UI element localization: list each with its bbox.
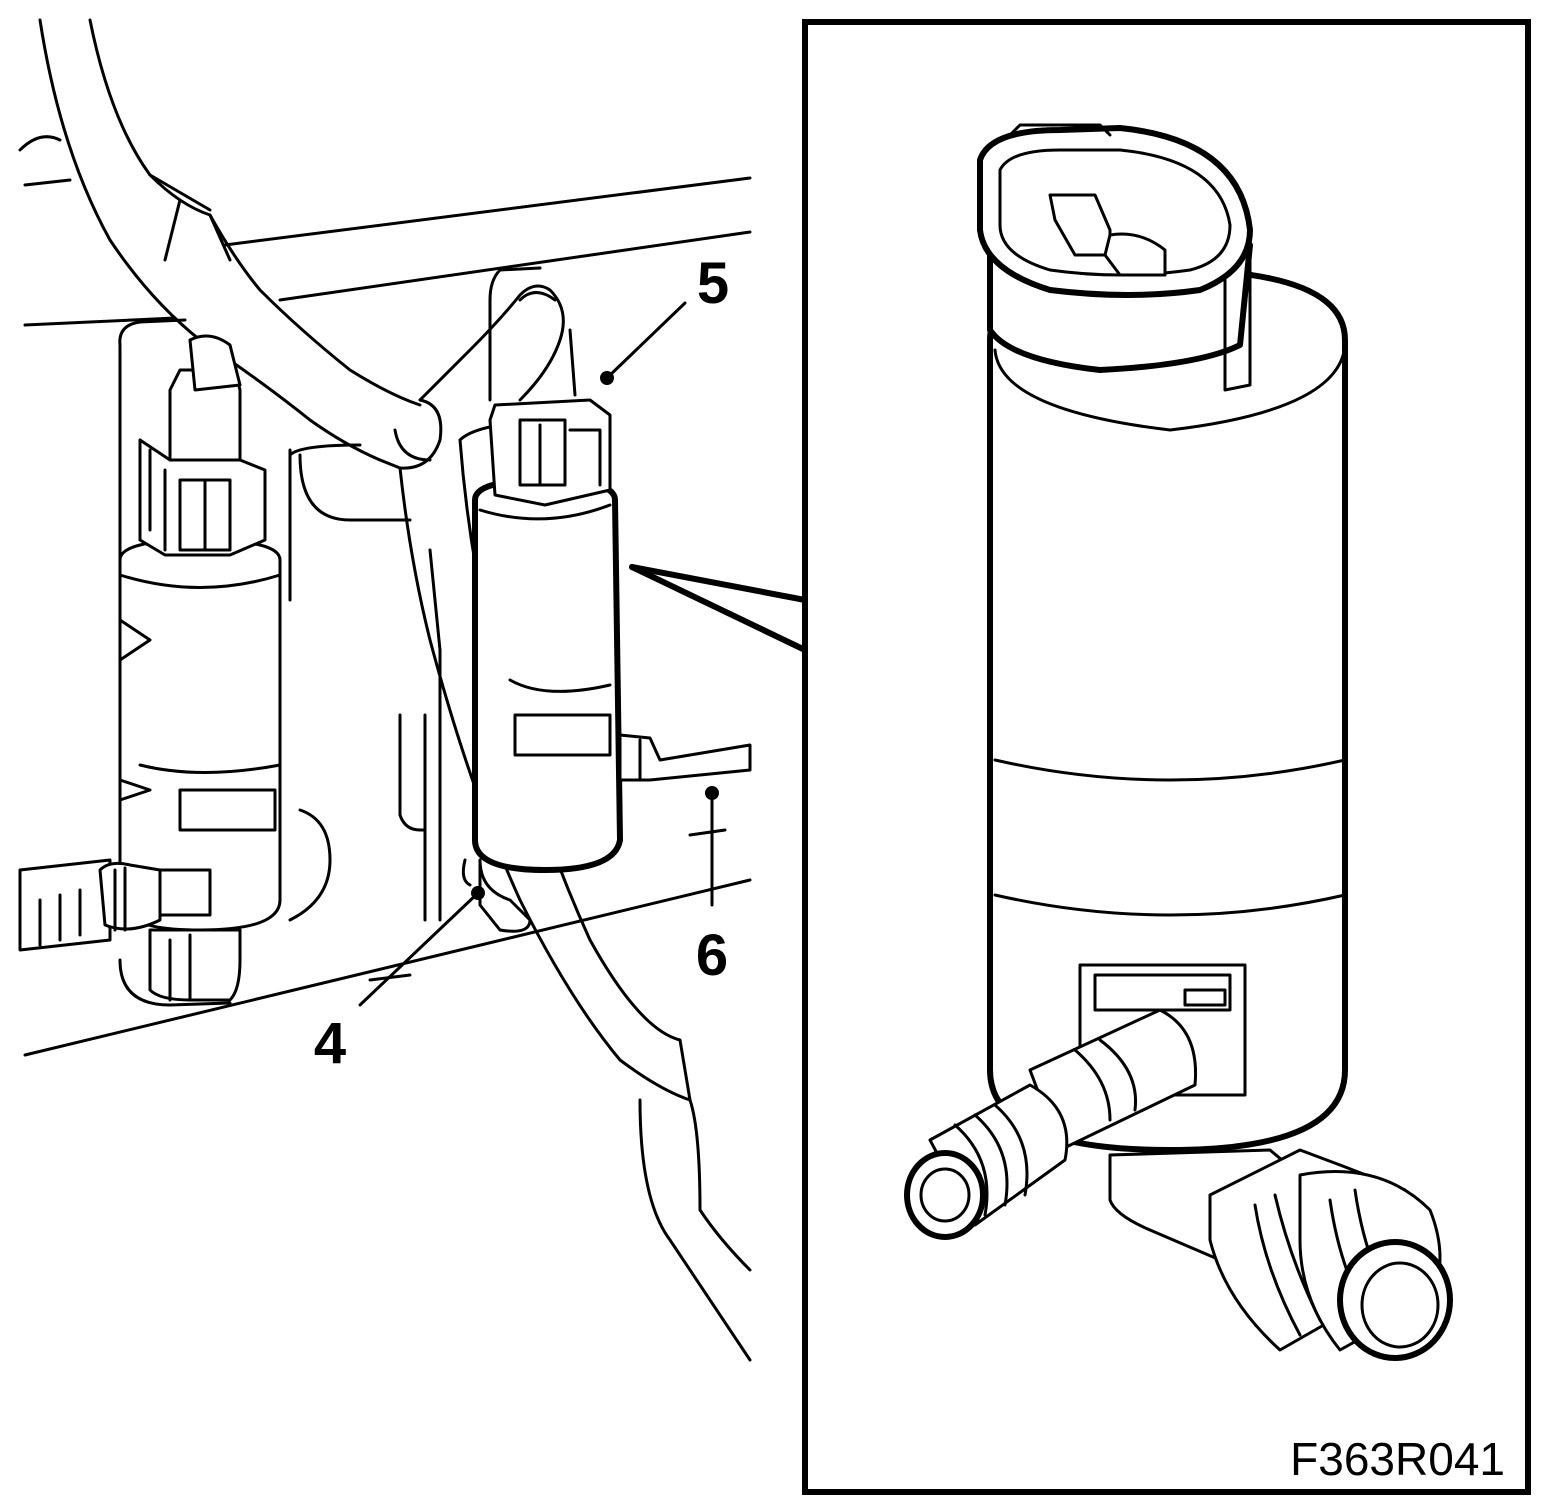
- inset-pointer: [629, 564, 808, 653]
- callout-leaders: [358, 301, 719, 1007]
- figure-id: F363R041: [1290, 1433, 1505, 1485]
- right-washer-pump: [461, 398, 752, 933]
- pump-connector: [977, 123, 1253, 392]
- pump-outlet-tee: [904, 963, 1453, 1361]
- callout-6: 6: [696, 923, 728, 988]
- mounting-overview: 5 6 4: [18, 18, 808, 1362]
- pump-detail-inset: F363R041: [802, 19, 1531, 1495]
- left-washer-pump: [18, 334, 282, 1002]
- callout-5: 5: [697, 251, 729, 316]
- callout-4: 4: [314, 1011, 346, 1076]
- bracket-panel: [18, 135, 752, 1057]
